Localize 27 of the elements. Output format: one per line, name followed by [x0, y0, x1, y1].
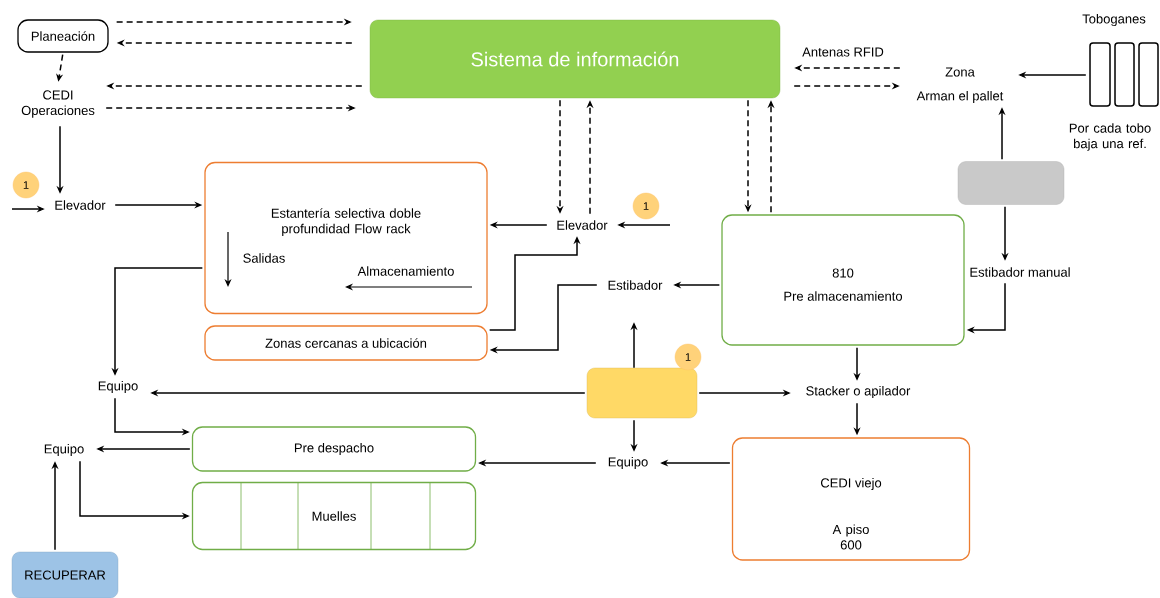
process-box: Sistema de información — [369, 19, 781, 99]
process-box — [957, 161, 1065, 205]
process-box: Zonas cercanas a ubicación — [204, 325, 488, 361]
chute-drawing: Toboganes — [1082, 13, 1159, 107]
process-box: RECUPERAR — [11, 551, 119, 598]
process-box: Estantería selectiva doble profundidad Flow rack Salidas Almacenamiento — [204, 161, 488, 315]
step-label: Estibador — [608, 280, 663, 290]
step-label: Zona Arman el pallet — [916, 67, 1004, 104]
step-label: Equipo — [608, 456, 648, 470]
step-label: Estibador manual — [970, 267, 1070, 277]
edge-label: Antenas RFID — [802, 47, 884, 57]
step-label: Elevador — [557, 220, 608, 230]
step-label: Equipo — [44, 443, 84, 457]
process-box: Muelles — [191, 481, 477, 551]
process-box: 810 Pre almacenamiento — [721, 214, 965, 346]
number-badge: 1 — [674, 343, 702, 371]
number-badge: 1 — [12, 171, 40, 199]
step-label: Stacker o apilador — [806, 385, 911, 399]
number-badge: 1 — [632, 192, 660, 220]
step-label: Elevador — [55, 200, 106, 210]
caption-text: Por cada tobo baja una ref. — [1069, 123, 1151, 151]
process-box: Planeación — [17, 19, 109, 53]
process-box: Pre despacho — [191, 426, 477, 472]
step-label: Equipo — [98, 380, 138, 394]
process-box — [586, 367, 698, 419]
step-label: CEDI Operaciones — [21, 90, 95, 118]
process-box: CEDI viejo A piso 600 — [731, 437, 971, 561]
